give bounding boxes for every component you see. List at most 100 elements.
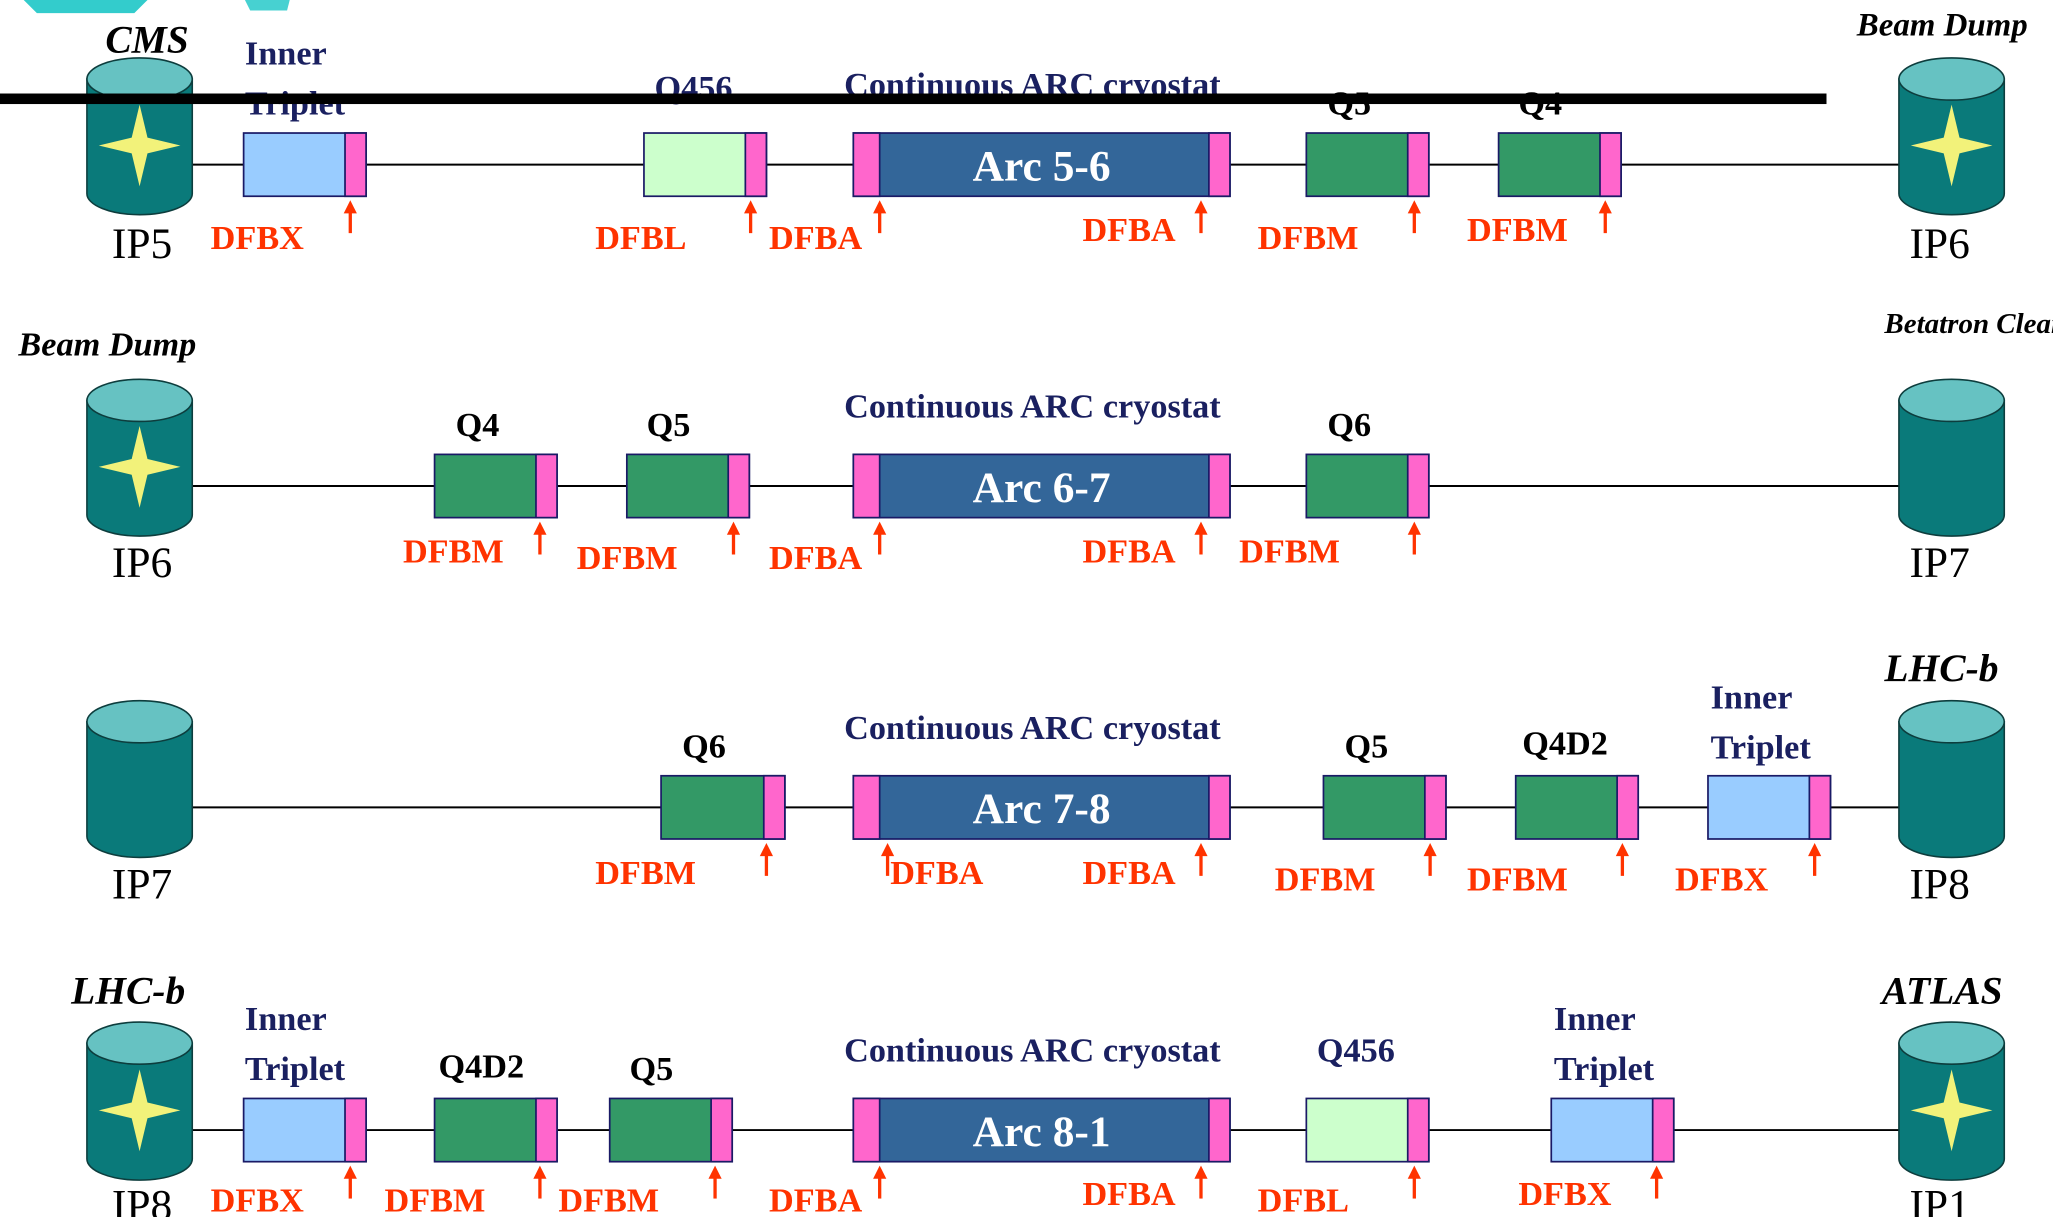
up-arrow-icon [1194, 1165, 1208, 1179]
connector-box [344, 1097, 367, 1163]
feedbox-label: DFBA [769, 539, 862, 577]
site-title: Beam Dump [1856, 8, 2028, 44]
arc-cryostat [852, 1097, 1231, 1163]
magnet-title: Q456 [1317, 1032, 1395, 1070]
feedbox-label: DFBA [1082, 211, 1175, 249]
magnet-title: Q5 [629, 1050, 673, 1088]
magnet-title: Q5 [1345, 727, 1389, 765]
cylinder-top [1898, 1021, 2006, 1066]
feedbox-label: DFBM [577, 539, 678, 577]
up-arrow-icon [726, 521, 741, 535]
up-arrow-icon [1407, 200, 1421, 214]
site-title: LHC-b [1883, 646, 1998, 690]
up-arrow-icon [1194, 842, 1208, 857]
magnet-title: Triplet [1711, 729, 1812, 767]
cylinder-body [1898, 720, 2006, 859]
ip-label: IP8 [1909, 860, 1969, 908]
connector-box [852, 453, 881, 519]
overlay-bar [0, 93, 1827, 105]
feedbox-label: DFBM [385, 1182, 486, 1217]
ip-label: IP1 [1909, 1182, 1969, 1217]
inner-triplet-magnet [242, 1097, 367, 1163]
ip-label: IP7 [112, 860, 172, 908]
magnet-title: Continuous ARC cryostat [844, 1032, 1221, 1070]
up-arrow-icon [343, 1165, 357, 1179]
connector-box [1208, 453, 1231, 519]
magnet-body [852, 1097, 1231, 1163]
feedbox-label: DFBM [1239, 532, 1340, 570]
up-arrow-icon [1615, 842, 1629, 857]
connector-box [1651, 1097, 1675, 1163]
up-arrow-icon [533, 521, 547, 535]
connector-box [344, 132, 367, 198]
feedbox-label: DFBM [403, 532, 504, 570]
q6-magnet [660, 774, 786, 840]
magnet-title: Inner [1711, 679, 1793, 717]
header-tab-shape [23, 0, 148, 14]
connector-box [1406, 453, 1430, 519]
feedbox-label: DFBX [211, 1182, 304, 1217]
ip5-site [86, 57, 194, 216]
magnet-title: Q4D2 [439, 1047, 525, 1085]
up-arrow-icon [1407, 521, 1421, 535]
q5-magnet [1305, 132, 1430, 198]
cylinder-top [86, 699, 194, 744]
header-tab-shape [244, 0, 290, 11]
feedbox-label: DFBA [1082, 1175, 1175, 1213]
magnet-title: Q6 [1327, 406, 1371, 444]
magnet-title: Q4 [456, 406, 500, 444]
connector-box [1208, 1097, 1231, 1163]
magnet-title: Inner [245, 1000, 327, 1038]
star-icon [98, 1069, 181, 1152]
ip8-site [1898, 699, 2006, 859]
ip-label: IP7 [1909, 539, 1969, 587]
feedbox-label: DFBA [890, 854, 983, 892]
cylinder-body [86, 720, 194, 859]
feedbox-label: DFBA [769, 1182, 862, 1217]
cylinder-top [86, 1021, 194, 1066]
star-icon [1910, 104, 1993, 187]
cylinder-body [1898, 399, 2006, 537]
feedbox-label: DFBX [1675, 860, 1768, 898]
feedbox-label: DFBA [1082, 854, 1175, 892]
q456-magnet [643, 132, 768, 198]
up-arrow-icon [533, 1165, 547, 1179]
cylinder-top [1898, 57, 2006, 101]
magnet-title: Inner [1554, 1000, 1636, 1038]
ip-label: IP5 [112, 220, 172, 268]
site-title: LHC-b [70, 969, 185, 1013]
feedbox-label: DFBX [211, 219, 304, 257]
q6-magnet [1305, 453, 1430, 519]
q5-magnet [608, 1097, 734, 1163]
feedbox-label: DFBM [1467, 860, 1568, 898]
magnet-title: Inner [245, 35, 327, 73]
connector-box [535, 453, 558, 519]
connector-box [535, 1097, 558, 1163]
q5-magnet [1322, 774, 1447, 840]
magnet-body [852, 453, 1231, 519]
arc-cryostat [852, 453, 1231, 519]
q4-magnet [433, 453, 558, 519]
star-icon [98, 104, 181, 187]
ip-label: IP8 [112, 1182, 172, 1217]
q456-magnet [1305, 1097, 1430, 1163]
q4d2-magnet [433, 1097, 558, 1163]
connector-box [852, 1097, 881, 1163]
magnet-title: Q4D2 [1522, 725, 1608, 763]
feedbox-label: DFBM [1275, 860, 1376, 898]
feedbox-label: DFBX [1518, 1175, 1611, 1213]
inner-triplet-magnet [242, 132, 367, 198]
magnet-title: Q6 [682, 727, 726, 765]
ip-label: IP6 [1909, 220, 1969, 268]
up-arrow-icon [708, 1165, 722, 1179]
magnet-title: Triplet [1554, 1050, 1655, 1088]
up-arrow-icon [880, 842, 895, 857]
connector-box [1406, 1097, 1430, 1163]
ip6-site [1898, 57, 2006, 216]
arc-label: Arc 8-1 [973, 1108, 1111, 1156]
magnet-title: Continuous ARC cryostat [844, 709, 1221, 747]
up-arrow-icon [343, 200, 357, 214]
arc-label: Arc 5-6 [973, 142, 1111, 190]
up-arrow-icon [873, 1165, 887, 1179]
site-title: ATLAS [1879, 969, 2003, 1013]
